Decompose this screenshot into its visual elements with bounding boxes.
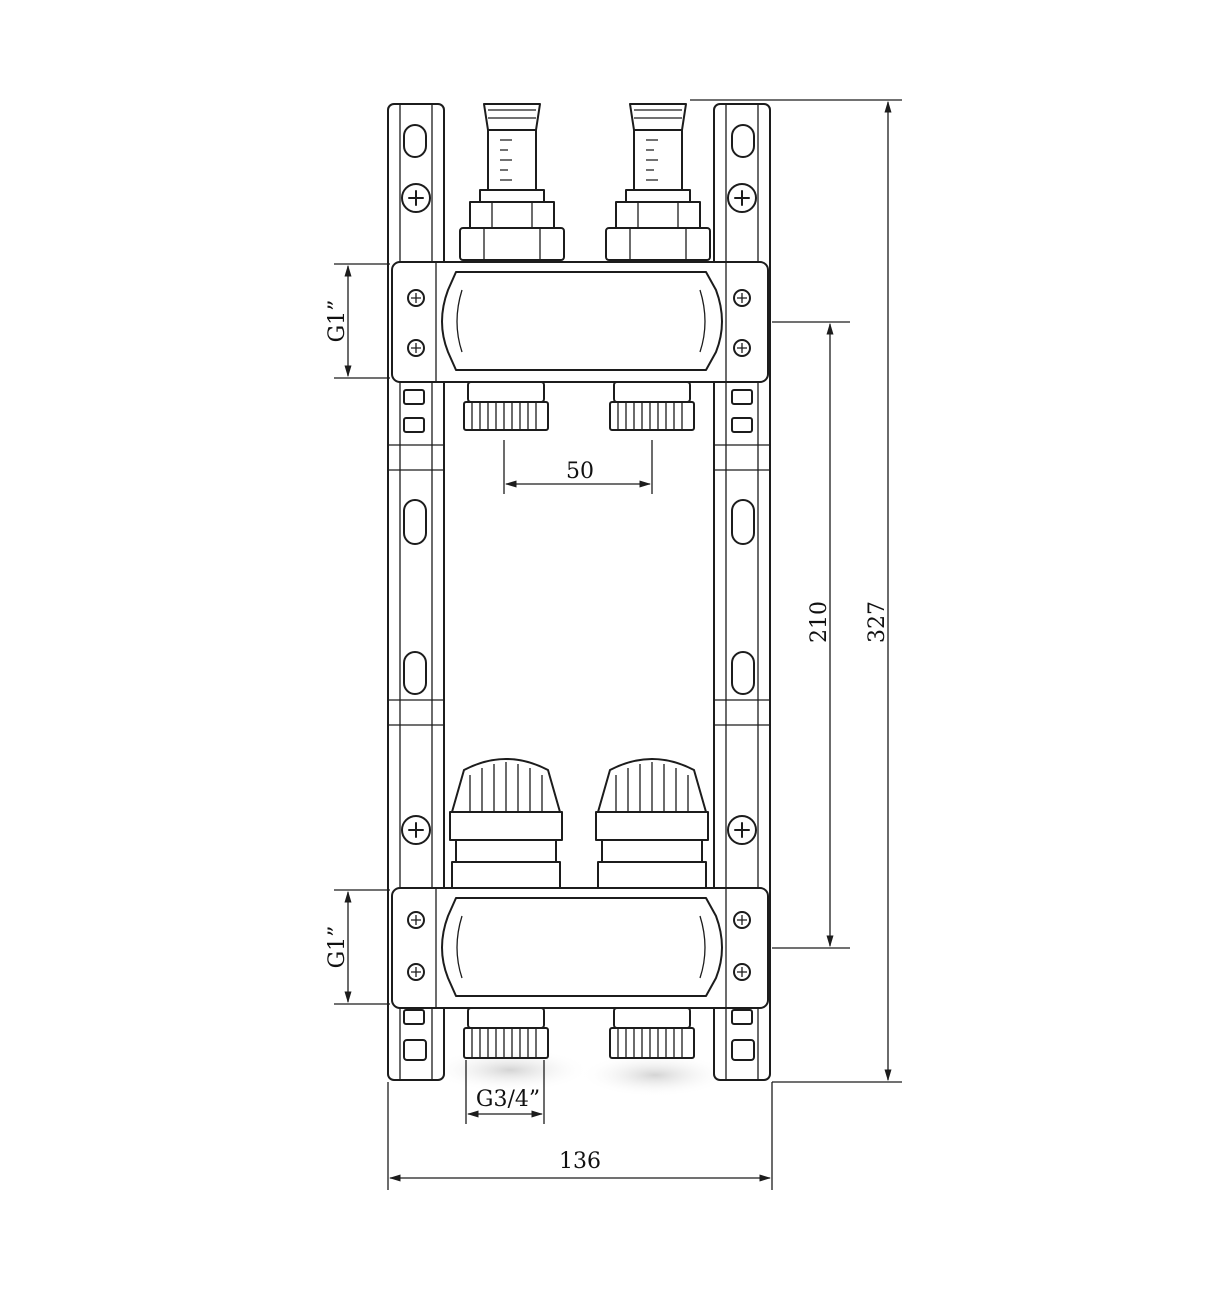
bottom-outlet-left [463,1007,549,1059]
screw-head-icon [727,815,757,845]
dimension-inner-height-label: 210 [807,601,832,643]
dimension-total-width: 136 [387,1082,773,1190]
dimension-inner-height: 210 [772,321,850,949]
valve-cap-icon [595,758,709,889]
screw-head-icon [733,963,751,981]
dimension-outlet-thread: G3/4” [465,1060,545,1124]
screw-head-icon [733,339,751,357]
screw-head-icon [407,339,425,357]
bottom-manifold [391,887,769,1009]
screw-head-icon [407,911,425,929]
dimension-total-height: 327 [690,99,902,1083]
screw-head-icon [401,183,431,213]
screw-head-icon [407,963,425,981]
screw-head-icon [401,815,431,845]
top-manifold [391,261,769,383]
flow-meter-icon [459,103,565,261]
screw-head-icon [407,289,425,307]
dimension-total-width-label: 136 [559,1149,601,1174]
screw-head-icon [733,289,751,307]
bottom-outlet-right [609,1007,695,1059]
screw-head-icon [733,911,751,929]
top-outlet-right [609,381,695,431]
dimension-thread-bottom-label: G1” [325,926,350,969]
dimension-pitch-label: 50 [566,459,594,484]
flow-meter-icon [605,103,711,261]
valve-cap-icon [449,758,563,889]
dimension-thread-top: G1” [325,263,390,379]
screw-head-icon [727,183,757,213]
dimension-thread-top-label: G1” [325,300,350,343]
dimension-thread-bottom: G1” [325,889,390,1005]
dimension-outlet-thread-label: G3/4” [476,1087,540,1112]
dimension-pitch: 50 [503,440,653,494]
dimension-total-height-label: 327 [865,601,890,643]
top-outlet-left [463,381,549,431]
